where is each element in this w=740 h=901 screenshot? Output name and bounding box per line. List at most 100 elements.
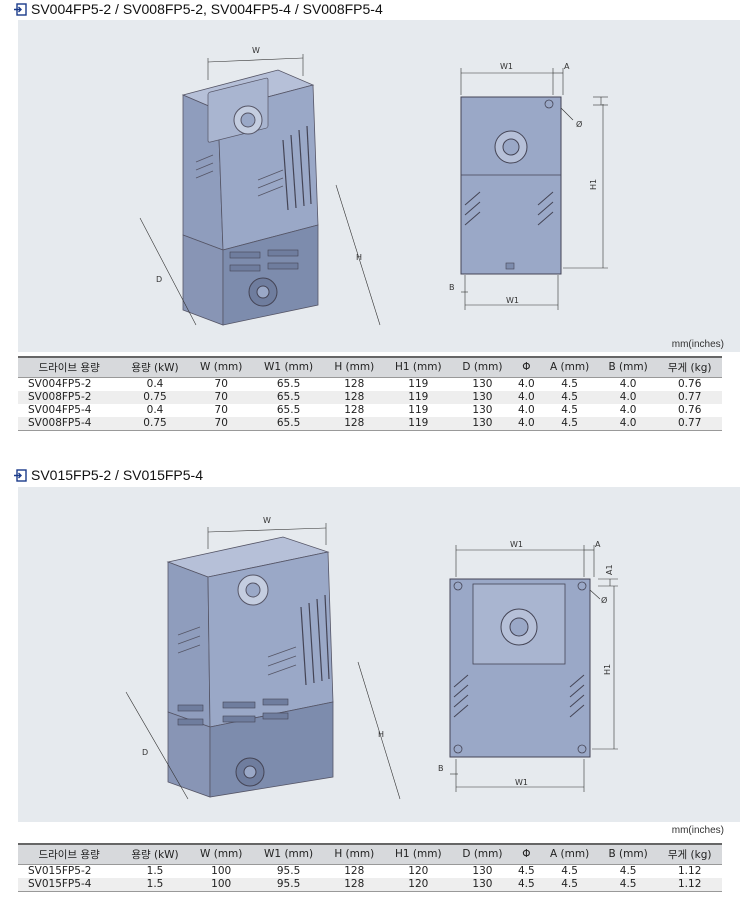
column-header: 드라이브 용량 [18, 843, 121, 865]
value-cell: 120 [408, 864, 429, 877]
column-header: H (mm) [324, 356, 385, 378]
value-cell: 65.5 [276, 403, 301, 416]
dim-label-h1: H1 [603, 664, 612, 675]
column-header: W (mm) [189, 356, 253, 378]
dim-label-w1-bottom: W1 [515, 778, 528, 787]
model-cell: SV015FP5-2 [28, 864, 92, 877]
value-cell: 4.0 [619, 377, 637, 390]
value-cell: 4.5 [561, 403, 578, 416]
column-header: 용량 (kW) [120, 356, 190, 378]
column-header: W (mm) [189, 843, 253, 865]
value-cell: 4.0 [598, 416, 658, 431]
value-cell: 130 [472, 864, 493, 877]
value-cell: 130 [452, 416, 513, 431]
model-cell: SV008FP5-2 [18, 390, 121, 404]
value-cell: 1.5 [120, 877, 190, 892]
section-2-title: SV015FP5-2 / SV015FP5-4 [14, 466, 203, 484]
value-cell: 4.0 [512, 416, 541, 431]
value-cell: 119 [384, 416, 453, 431]
column-header: H1 (mm) [384, 843, 453, 865]
column-header: 무게 (kg) [657, 356, 722, 378]
column-header: A (mm) [540, 356, 599, 378]
dim-label-w1-top: W1 [500, 62, 513, 71]
value-cell: 0.77 [657, 416, 722, 431]
model-cell: SV004FP5-4 [28, 403, 92, 416]
column-header: 무게 (kg) [657, 843, 722, 865]
arrow-into-box-icon [14, 468, 27, 482]
section-2-units: mm(inches) [671, 825, 724, 836]
value-cell: 0.4 [146, 403, 164, 416]
value-cell: 70 [214, 403, 228, 416]
value-cell: 1.12 [657, 877, 722, 892]
section-1-drawing-panel: W D H W1 A [18, 20, 740, 352]
value-cell: 0.77 [657, 390, 722, 404]
model-cell: SV008FP5-4 [18, 416, 121, 431]
value-cell: 70 [189, 390, 253, 404]
dim-label-w: W [252, 46, 260, 55]
value-cell: 130 [472, 377, 493, 390]
dim-label-phi: Ø [601, 595, 607, 605]
section-1-units: mm(inches) [671, 339, 724, 350]
dim-label-h: H [378, 730, 384, 739]
section-2-title-text: SV015FP5-2 / SV015FP5-4 [31, 467, 203, 483]
dim-label-h1: H1 [589, 179, 598, 190]
value-cell: 4.5 [619, 864, 637, 877]
value-cell: 65.5 [252, 416, 325, 431]
value-cell: 4.5 [540, 416, 599, 431]
value-cell: 119 [384, 390, 453, 404]
value-cell: 119 [408, 377, 429, 390]
value-cell: 0.75 [120, 390, 190, 404]
dim-label-b: B [449, 283, 455, 292]
column-header: B (mm) [598, 843, 658, 865]
model-cell: SV015FP5-4 [18, 877, 121, 892]
value-cell: 4.0 [512, 390, 541, 404]
value-cell: 4.5 [540, 877, 599, 892]
value-cell: 128 [324, 390, 385, 404]
value-cell: 95.5 [252, 877, 325, 892]
section-2-isometric-view: W D H [125, 516, 401, 800]
column-header: 드라이브 용량 [18, 356, 121, 378]
dim-label-phi: Ø [576, 119, 582, 129]
value-cell: 130 [452, 390, 513, 404]
value-cell: 128 [324, 877, 385, 892]
value-cell: 4.0 [619, 403, 637, 416]
value-cell: 65.5 [276, 377, 301, 390]
section-1-isometric-view: W D H [139, 46, 381, 326]
section-1-dimension-drawing: W D H W1 A [139, 46, 608, 326]
value-cell: 4.0 [598, 390, 658, 404]
dim-label-b: B [438, 764, 444, 773]
column-header: W1 (mm) [252, 356, 325, 378]
value-cell: 4.5 [517, 864, 535, 877]
value-cell: 95.5 [276, 864, 301, 877]
arrow-into-box-icon [14, 2, 27, 16]
value-cell: 1.5 [146, 864, 164, 877]
column-header: 용량 (kW) [120, 843, 190, 865]
column-header: Φ [512, 356, 541, 378]
column-header: D (mm) [452, 843, 513, 865]
column-header: Φ [512, 843, 541, 865]
value-cell: 4.5 [598, 877, 658, 892]
value-cell: 100 [211, 864, 232, 877]
value-cell: 4.5 [512, 877, 541, 892]
value-cell: 1.12 [678, 864, 702, 877]
value-cell: 4.5 [561, 377, 578, 390]
dim-label-a: A [595, 540, 601, 549]
value-cell: 119 [408, 403, 429, 416]
value-cell: 65.5 [252, 390, 325, 404]
value-cell: 128 [344, 864, 365, 877]
section-1-title-text: SV004FP5-2 / SV008FP5-2, SV004FP5-4 / SV… [31, 1, 383, 17]
dim-label-a1: A1 [605, 564, 614, 575]
column-header: D (mm) [452, 356, 513, 378]
value-cell: 0.76 [678, 403, 702, 416]
value-cell: 4.0 [517, 403, 535, 416]
dim-label-a: A [564, 62, 570, 71]
section-2-dimension-drawing: W D H W [125, 516, 618, 800]
